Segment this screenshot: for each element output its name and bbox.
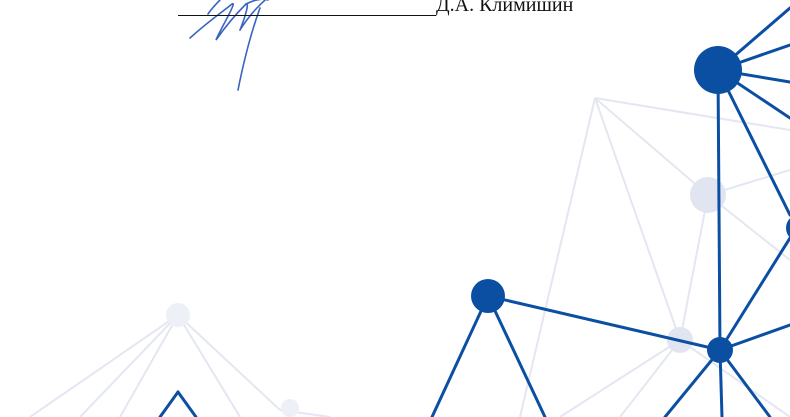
handwritten-signature [189,0,269,91]
network-node-large [694,46,742,94]
signatory-name: Д.А. Климишин [436,0,574,16]
network-node-edge [786,218,790,238]
network-node [471,279,505,313]
signature-blank [178,0,436,16]
light-node [166,303,190,327]
light-node [281,399,299,417]
light-node [690,177,726,213]
network-node [707,337,733,363]
signature-line: Д.А. Климишин [178,0,573,16]
